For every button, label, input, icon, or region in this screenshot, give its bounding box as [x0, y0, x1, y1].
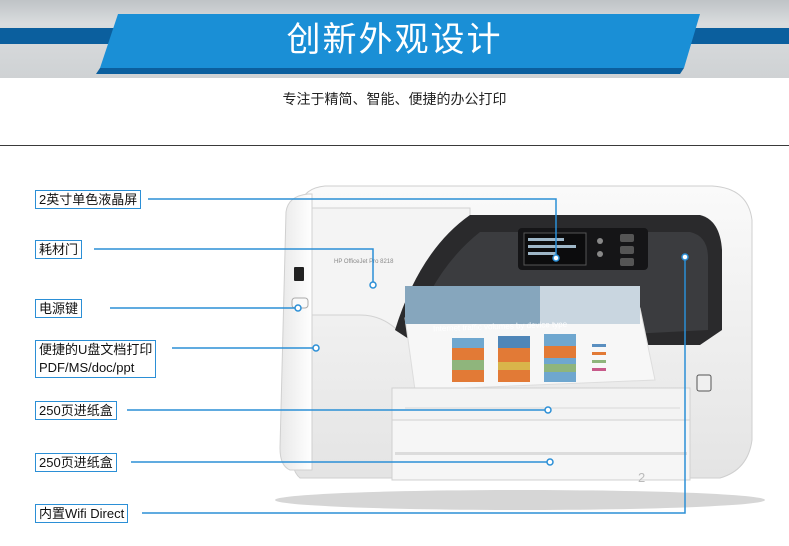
- callout-usb-line2: PDF/MS/doc/ppt: [39, 360, 135, 375]
- section-divider: [0, 145, 789, 146]
- callout-usb-line1: 便捷的U盘文档打印: [39, 342, 153, 357]
- callout-display: 2英寸单色液晶屏: [35, 190, 142, 209]
- page-title: 创新外观设计: [286, 20, 503, 60]
- callout-wifi: 内置Wifi Direct: [35, 504, 129, 523]
- tray-number: 2: [638, 470, 646, 485]
- callout-power: 电源键: [35, 299, 83, 318]
- callout-door: 耗材门: [35, 240, 83, 259]
- callout-tray2: 250页进纸盒: [35, 453, 117, 472]
- callout-usb: 便捷的U盘文档打印 PDF/MS/doc/ppt: [35, 340, 157, 378]
- title-banner: [0, 14, 789, 74]
- callout-tray1: 250页进纸盒: [35, 401, 117, 420]
- printer-brand-label: HP OfficeJet Pro 8218: [334, 259, 394, 265]
- page-subtitle: 专注于精简、智能、便捷的办公打印: [282, 91, 507, 107]
